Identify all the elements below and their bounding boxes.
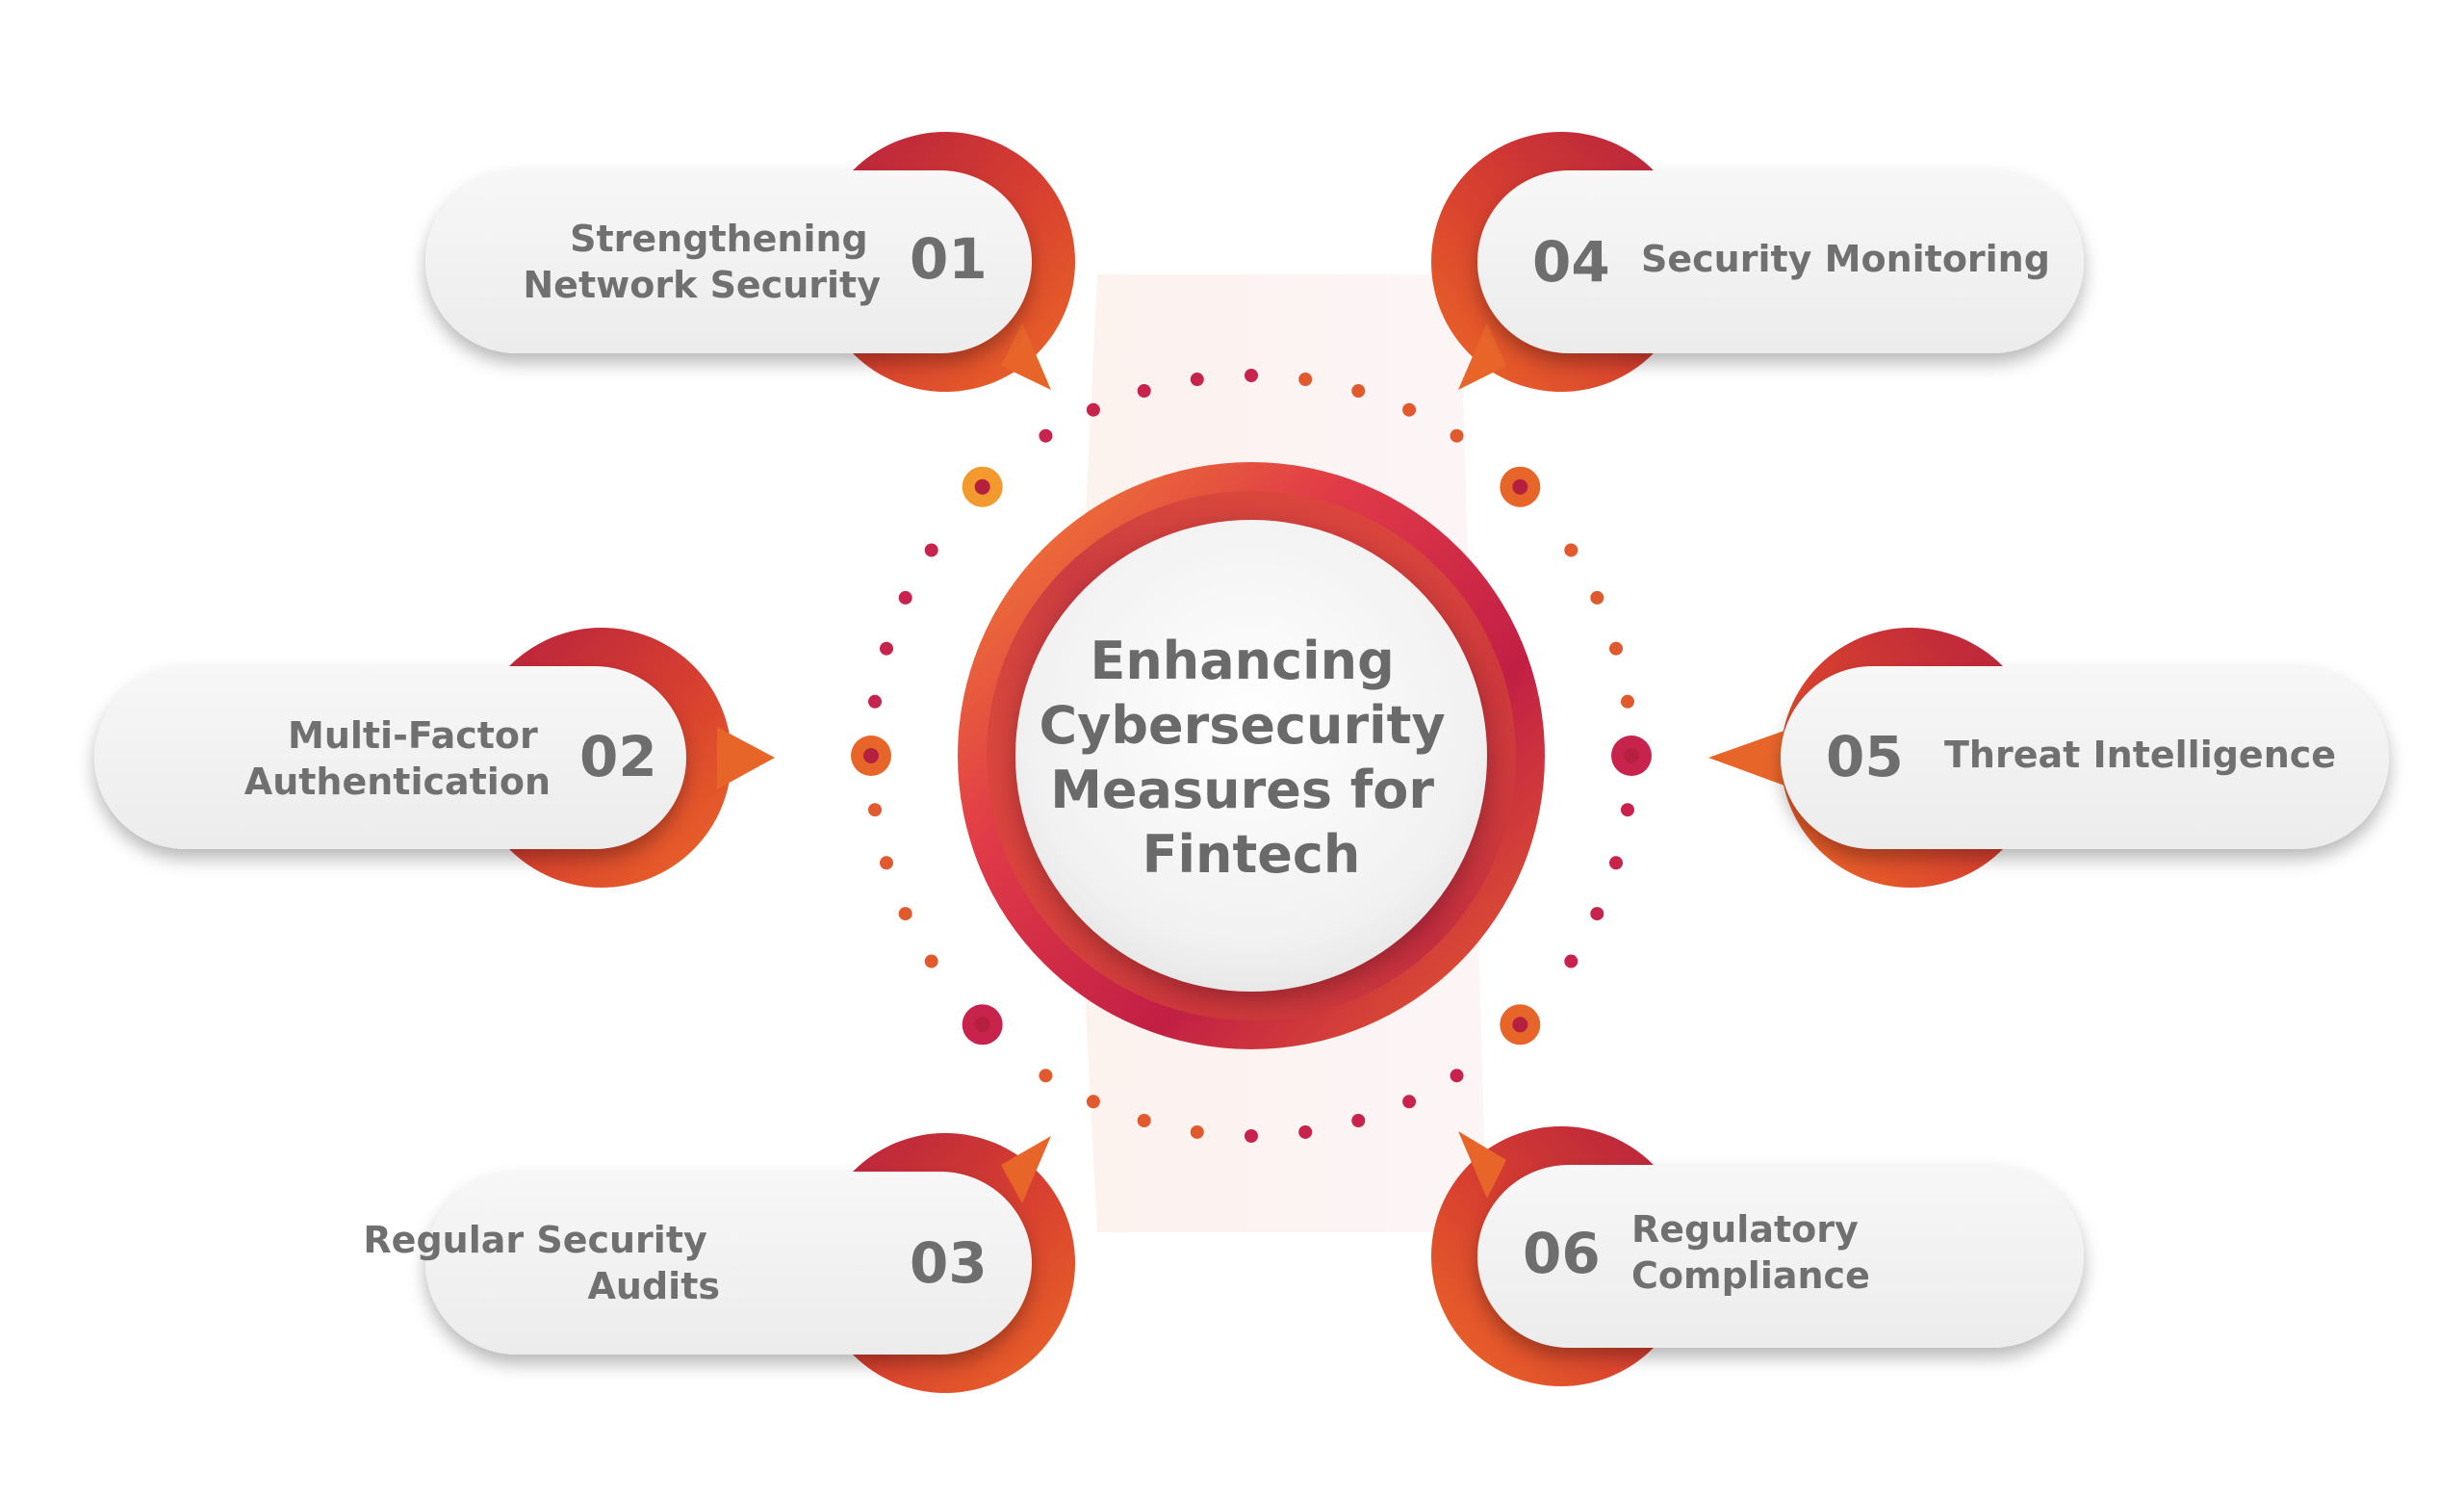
- orbit-dot: [1190, 373, 1204, 387]
- item-02-label-line: Multi-Factor: [288, 714, 538, 757]
- item-05: 05 Threat Intelligence: [1708, 628, 2389, 888]
- item-03-label-line: Regular Security: [363, 1219, 707, 1261]
- item-02-bubble-tail: [717, 727, 775, 789]
- item-02-label-line: Authentication: [244, 761, 551, 803]
- item-05-pill: [1781, 666, 2389, 849]
- item-05-number: 05: [1826, 724, 1904, 789]
- item-04-bubble-tail: [1458, 323, 1506, 390]
- orbit-dot: [1590, 907, 1604, 921]
- center-title-line: Measures for: [1050, 760, 1434, 820]
- orbit-dot: [1402, 1095, 1417, 1109]
- orbit-dot: [1450, 428, 1464, 443]
- item-02-pill: [94, 666, 686, 849]
- orbit-dot: [1620, 694, 1634, 709]
- center-title-line: Enhancing: [1090, 631, 1394, 691]
- orbit-node-core: [974, 1017, 990, 1033]
- item-01-label-line: Network Security: [523, 264, 881, 306]
- item-02: Multi-Factor Authentication 02: [94, 628, 775, 888]
- center-title: Enhancing Cybersecurity Measures for Fin…: [1040, 631, 1464, 885]
- item-03-label-line: Audits: [588, 1265, 720, 1307]
- orbit-dot: [1137, 384, 1151, 399]
- orbit-dot: [1608, 641, 1623, 656]
- orbit-dot: [880, 641, 894, 656]
- orbit-dot: [1039, 428, 1053, 443]
- orbit-node-core: [1512, 478, 1528, 495]
- item-03-pill: [425, 1172, 1032, 1355]
- item-03-label: Regular Security Audits: [363, 1219, 720, 1307]
- orbit-dot: [1564, 543, 1578, 557]
- item-06-number: 06: [1523, 1221, 1601, 1286]
- item-03-bubble-tail: [1001, 1136, 1051, 1203]
- orbit-dot: [868, 803, 883, 817]
- item-04-label-line: Security Monitoring: [1641, 238, 2050, 280]
- item-01-number: 01: [910, 226, 988, 292]
- item-05-bubble-tail: [1708, 727, 1795, 789]
- orbit-node-core: [1624, 748, 1639, 763]
- central-white-disc: [1015, 520, 1487, 992]
- dotted-orbit: [851, 369, 1652, 1143]
- orbit-dot: [1039, 1069, 1053, 1083]
- orbit-node-core: [863, 748, 879, 763]
- item-02-number: 02: [579, 724, 657, 789]
- item-04-pill: [1477, 170, 2084, 353]
- item-03: Regular Security Audits 03: [363, 1133, 1075, 1393]
- orbit-dot: [1450, 1069, 1464, 1083]
- orbit-dot: [868, 694, 883, 709]
- orbit-dot: [1086, 402, 1100, 417]
- orbit-dot: [1245, 369, 1258, 382]
- orbit-dot: [1298, 373, 1313, 387]
- orbit-dot: [898, 907, 912, 921]
- item-06-bubble-tail: [1458, 1131, 1506, 1199]
- orbit-dot: [1351, 1113, 1366, 1127]
- item-04-label: Security Monitoring: [1641, 238, 2050, 280]
- item-04: 04 Security Monitoring: [1431, 132, 2084, 392]
- item-05-label: Threat Intelligence: [1944, 734, 2336, 776]
- orbit-dot: [880, 856, 894, 870]
- item-06-label-line: Regulatory: [1631, 1208, 1859, 1251]
- orbit-node-core: [1512, 1017, 1528, 1033]
- orbit-dot: [1298, 1124, 1313, 1139]
- orbit-dot: [1608, 856, 1623, 870]
- orbit-dot: [1245, 1129, 1258, 1143]
- item-01-label: Strengthening Network Security: [523, 218, 881, 306]
- orbit-dot: [924, 954, 938, 968]
- item-01-bubble-tail: [1001, 323, 1051, 390]
- item-06-pill: [1477, 1165, 2084, 1348]
- item-06-label: Regulatory Compliance: [1631, 1208, 1871, 1297]
- orbit-dot: [924, 543, 938, 557]
- item-06-label-line: Compliance: [1631, 1254, 1870, 1297]
- orbit-dot: [1402, 402, 1417, 417]
- item-01: Strengthening Network Security 01: [425, 132, 1075, 392]
- orbit-dot: [1620, 803, 1634, 817]
- orbit-dot: [1190, 1124, 1204, 1139]
- item-02-label: Multi-Factor Authentication: [244, 714, 551, 803]
- central-hub: Enhancing Cybersecurity Measures for Fin…: [958, 462, 1545, 1049]
- orbit-dot: [1351, 384, 1366, 399]
- orbit-node-core: [974, 478, 990, 495]
- orbit-dot: [1590, 590, 1604, 605]
- center-title-line: Fintech: [1142, 824, 1361, 885]
- item-06: 06 Regulatory Compliance: [1431, 1126, 2084, 1386]
- orbit-dot: [898, 590, 912, 605]
- item-01-label-line: Strengthening: [570, 218, 868, 260]
- item-01-pill: [425, 170, 1032, 353]
- orbit-dot: [1564, 954, 1578, 968]
- orbit-dot: [1086, 1095, 1100, 1109]
- item-04-number: 04: [1532, 229, 1610, 295]
- item-05-label-line: Threat Intelligence: [1944, 734, 2336, 776]
- center-title-line: Cybersecurity: [1040, 695, 1446, 756]
- orbit-dot: [1137, 1113, 1151, 1127]
- item-03-number: 03: [910, 1230, 988, 1296]
